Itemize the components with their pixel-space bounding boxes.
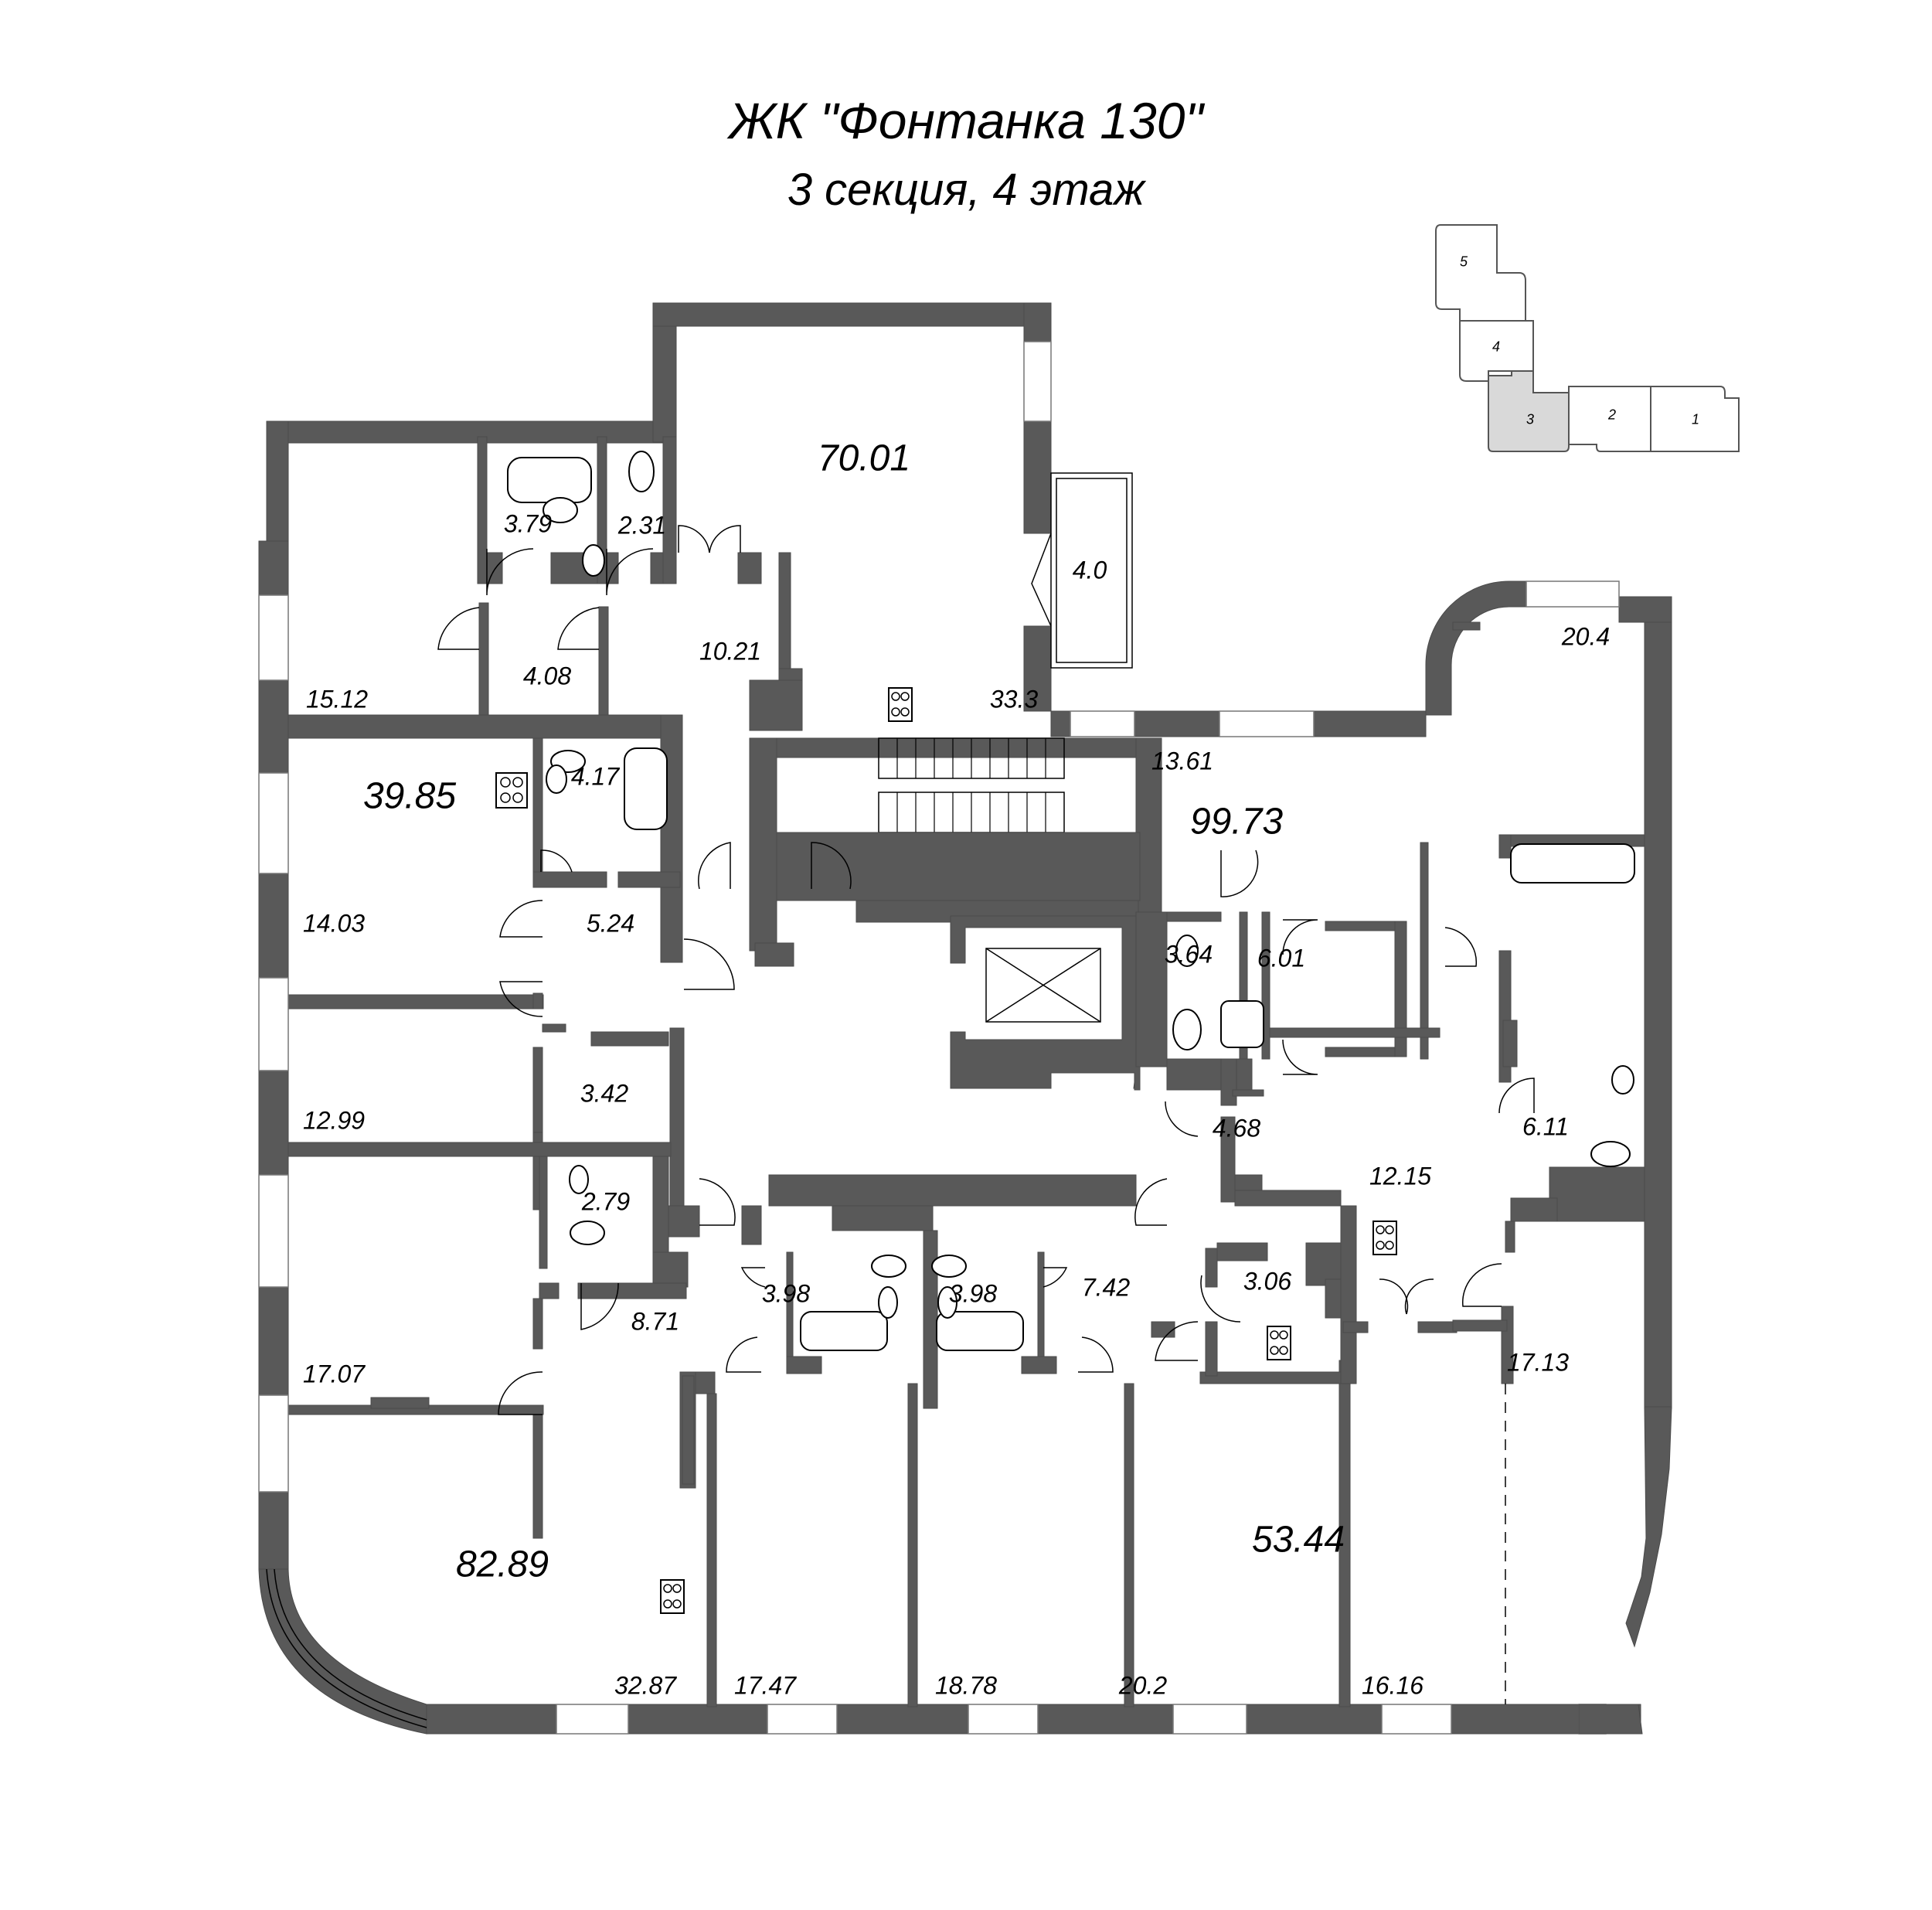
room-area: 12.99 [302,1106,366,1135]
apartment-total-area[interactable]: 70.01 [817,437,911,479]
key-section-3 [1488,370,1570,452]
room-area: 17.07 [302,1360,366,1388]
interior-walls [287,436,1645,1707]
room-area: 10.21 [699,637,762,666]
doors [437,525,1535,1415]
room-area: 4.68 [1212,1114,1261,1142]
room-area: 20.4 [1561,622,1611,651]
balcony [1031,472,1133,669]
section-floor-subtitle: 3 секция, 4 этаж [787,165,1145,215]
key-section-label: 4 [1492,339,1501,355]
room-area: 14.03 [302,909,366,938]
key-plan [1435,224,1740,452]
room-area: 4.0 [1072,556,1107,584]
key-section-label: 2 [1607,407,1617,423]
apartment-total-area[interactable]: 39.85 [362,775,457,817]
room-area: 8.71 [631,1307,680,1336]
room-area: 7.42 [1081,1273,1131,1302]
room-area: 13.61 [1151,747,1214,775]
fixtures [495,451,1635,1704]
room-area: 3.42 [580,1079,629,1108]
room-area: 32.87 [614,1671,677,1700]
key-section-5 [1435,224,1526,322]
room-area: 4.17 [570,762,620,791]
elevator-shaft [985,948,1101,1023]
room-area: 3.98 [761,1279,811,1308]
room-area: 17.47 [733,1671,797,1700]
room-area: 6.11 [1522,1112,1569,1141]
room-area: 3.98 [948,1279,998,1308]
room-area: 33.3 [989,685,1039,713]
exterior-walls [258,302,1672,1735]
room-area: 6.01 [1257,944,1306,972]
apartment-total-area[interactable]: 99.73 [1189,801,1284,843]
room-area: 12.15 [1369,1162,1432,1190]
room-area: 17.13 [1506,1348,1570,1377]
key-section-2 [1568,386,1651,452]
key-section-label: 1 [1691,411,1700,427]
complex-title: ЖК "Фонтанка 130" [729,92,1203,149]
key-section-1 [1650,386,1740,452]
room-area: 3.79 [503,509,553,538]
room-area: 5.24 [586,909,635,938]
key-section-label: 5 [1459,254,1468,270]
room-area: 2.31 [617,511,667,540]
room-area: 3.64 [1164,940,1213,969]
key-section-label: 3 [1526,411,1535,427]
room-area: 4.08 [522,662,572,690]
room-area: 15.12 [305,685,369,713]
room-area: 3.06 [1243,1267,1292,1295]
staircase [776,737,1141,901]
apartment-total-area[interactable]: 82.89 [455,1544,549,1585]
room-area: 20.2 [1118,1671,1168,1700]
room-area: 2.79 [581,1187,631,1216]
balcony-outline [1050,472,1133,669]
apartment-total-area[interactable]: 53.44 [1251,1519,1345,1561]
room-area: 16.16 [1361,1671,1424,1700]
room-area: 18.78 [934,1671,998,1700]
curved-walls [258,1568,1643,1735]
key-section-4 [1459,320,1534,382]
